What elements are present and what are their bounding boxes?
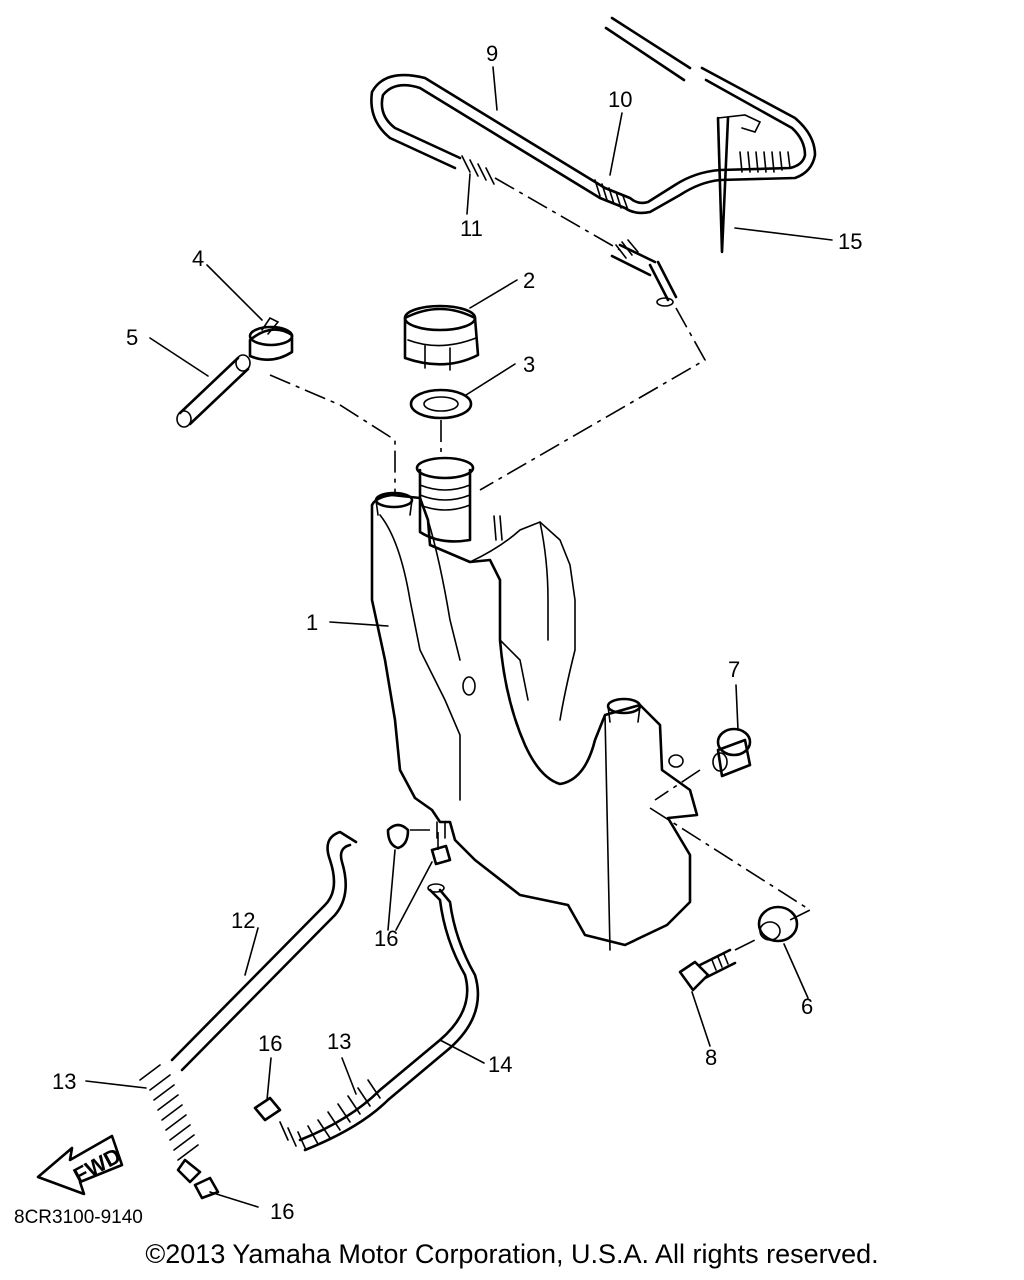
- assembly-guide-lines: [269, 307, 812, 951]
- part-number-labels: 1 2 3 4 5 6 7 8 9 10 11 12 13 13 14 15 1…: [52, 41, 862, 1224]
- label-part-10: 10: [608, 87, 632, 112]
- label-part-11: 11: [460, 216, 483, 241]
- short-hose: [176, 354, 251, 428]
- label-part-13-left: 13: [52, 1069, 76, 1094]
- label-part-6: 6: [801, 994, 813, 1019]
- collar: [712, 727, 752, 778]
- breather-hose-assembly: [370, 16, 817, 307]
- plug-cap: [248, 316, 294, 361]
- label-part-4: 4: [192, 246, 204, 271]
- lower-hoses: [139, 823, 480, 1200]
- label-part-3: 3: [523, 352, 535, 377]
- label-part-15: 15: [838, 229, 862, 254]
- gasket-ring: [409, 388, 473, 420]
- label-part-14: 14: [488, 1052, 512, 1077]
- forward-direction-arrow: FWD: [36, 1134, 125, 1196]
- label-part-7: 7: [728, 657, 740, 682]
- leader-lines: [85, 66, 833, 1208]
- label-part-1: 1: [306, 610, 318, 635]
- reservoir-cap: [403, 304, 480, 371]
- label-part-16-middle: 16: [258, 1031, 282, 1056]
- grommet: [757, 905, 799, 943]
- label-part-2: 2: [523, 268, 535, 293]
- label-part-13-middle: 13: [327, 1029, 351, 1054]
- reservoir-tank: [370, 456, 699, 951]
- bolt: [678, 948, 737, 992]
- label-part-16-clips: 16: [374, 926, 398, 951]
- figure-code: 8CR3100-9140: [14, 1207, 143, 1228]
- label-part-8: 8: [705, 1045, 717, 1070]
- label-part-16-bottom: 16: [270, 1199, 294, 1224]
- label-part-9: 9: [486, 41, 498, 66]
- copyright-notice: ©2013 Yamaha Motor Corporation, U.S.A. A…: [145, 1239, 879, 1269]
- fwd-arrow-text: FWD: [69, 1143, 125, 1189]
- label-part-5: 5: [126, 325, 138, 350]
- label-part-12: 12: [231, 908, 255, 933]
